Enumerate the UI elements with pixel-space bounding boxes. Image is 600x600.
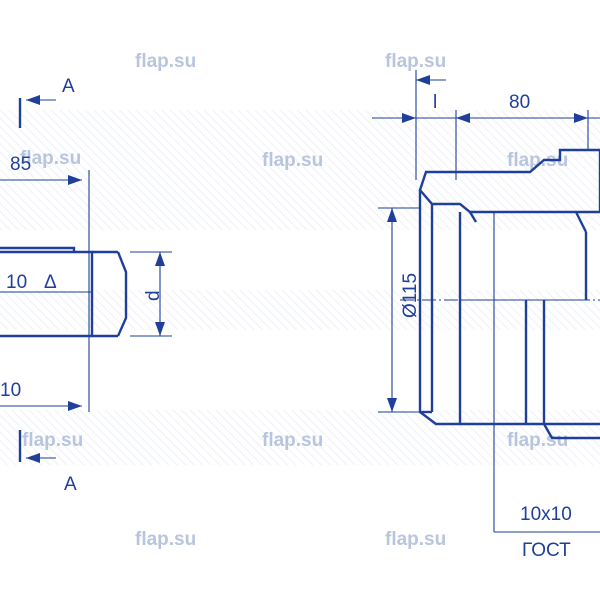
watermark-3: flap.su bbox=[262, 150, 323, 171]
dim-key-width: 10 bbox=[6, 272, 27, 293]
dim-l: l bbox=[433, 92, 437, 113]
hatched-section bbox=[418, 148, 600, 214]
dim-80: 80 bbox=[509, 92, 530, 113]
watermark-2: flap.su bbox=[385, 51, 446, 72]
watermark-5: flap.su bbox=[20, 148, 81, 169]
background-bands bbox=[0, 110, 600, 465]
dim-left-bottom: 10 bbox=[0, 380, 21, 401]
dim-bore: Ø115 bbox=[400, 273, 421, 318]
callout-line1: 10x10 bbox=[520, 504, 572, 525]
watermark-4: flap.su bbox=[507, 150, 568, 171]
hub-section-view: l 80 Ø115 10x10 ГОСТ bbox=[372, 70, 600, 561]
dim-85: 85 bbox=[10, 154, 31, 175]
dim-d: d bbox=[143, 290, 164, 301]
section-mark-top: A bbox=[62, 76, 75, 97]
shaft-end-view: A A 85 10 Δ d 10 bbox=[0, 76, 172, 495]
watermark-6: flap.su bbox=[262, 430, 323, 451]
callout-line2: ГОСТ bbox=[522, 540, 571, 561]
watermarks: flap.su flap.su flap.su flap.su flap.su … bbox=[20, 51, 568, 550]
watermark-9: flap.su bbox=[135, 529, 196, 550]
roughness-triangle: Δ bbox=[44, 272, 57, 293]
watermark-8: flap.su bbox=[22, 430, 83, 451]
watermark-7: flap.su bbox=[507, 430, 568, 451]
watermark-1: flap.su bbox=[135, 51, 196, 72]
section-mark-bottom: A bbox=[64, 474, 77, 495]
watermark-10: flap.su bbox=[385, 529, 446, 550]
